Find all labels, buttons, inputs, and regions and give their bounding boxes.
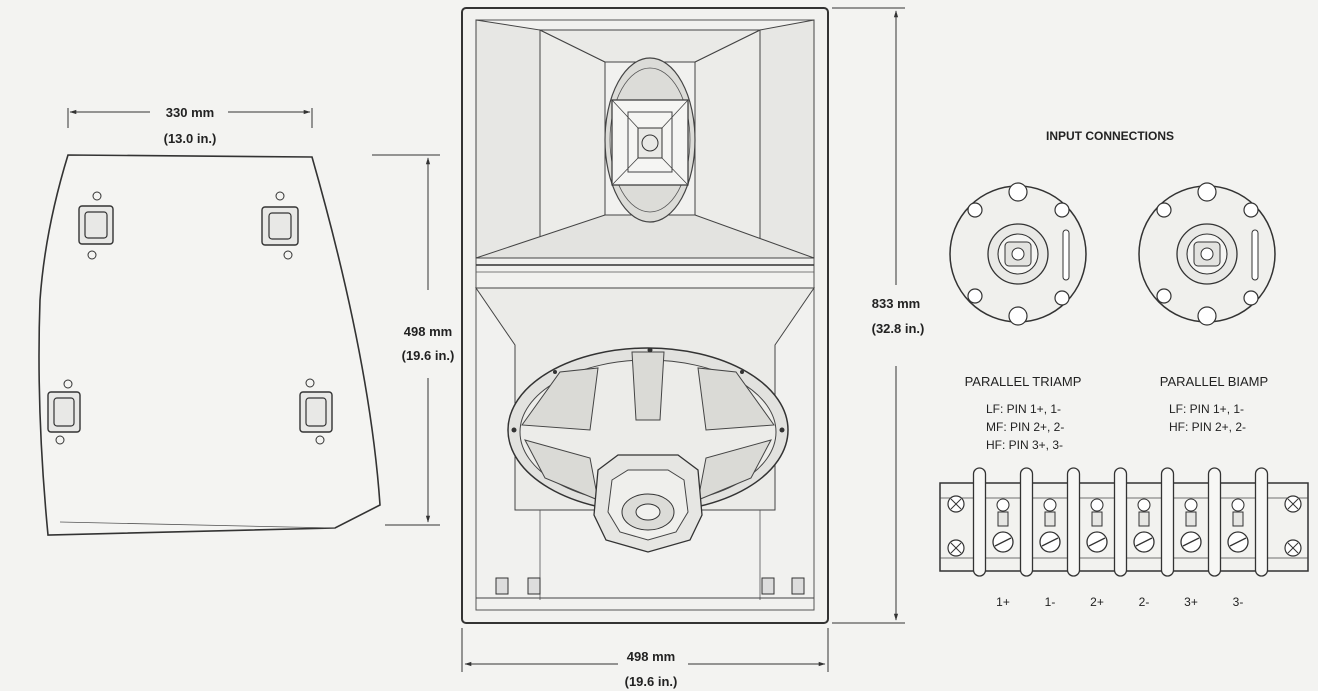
terminal-1-: 1- — [1039, 498, 1061, 609]
terminal-label: 1- — [1045, 595, 1056, 609]
triamp-line-hf: HF: PIN 3+, 3- — [986, 438, 1063, 452]
terminal-label: 3- — [1233, 595, 1244, 609]
speakon-connector-biamp — [1138, 182, 1276, 326]
side-cabinet-outline — [38, 154, 381, 536]
terminal-barrier — [1066, 467, 1081, 577]
terminal-label: 3+ — [1184, 595, 1198, 609]
triamp-line-mf: MF: PIN 2+, 2- — [986, 420, 1064, 434]
side-width-mm: 330 mm — [166, 105, 214, 120]
terminal-3-: 3- — [1227, 498, 1249, 609]
side-height-mm: 498 mm — [404, 324, 452, 339]
front-feet — [495, 577, 805, 595]
biamp-line-hf: HF: PIN 2+, 2- — [1169, 420, 1246, 434]
front-cabinet-inner — [475, 19, 815, 611]
terminal-2+: 2+ — [1086, 498, 1108, 609]
terminal-barrier — [1019, 467, 1034, 577]
terminal-label: 2- — [1139, 595, 1150, 609]
side-view: 330 mm (13.0 in.) — [38, 105, 455, 536]
front-view: 833 mm (32.8 in.) 498 mm (19.6 in.) — [461, 7, 925, 689]
triamp-line-lf: LF: PIN 1+, 1- — [986, 402, 1061, 416]
biamp-title: PARALLEL BIAMP — [1160, 374, 1268, 389]
side-handle-bottom-right — [299, 378, 333, 445]
side-cabinet-base-line — [59, 521, 336, 529]
input-connections: INPUT CONNECTIONS — [939, 129, 1309, 609]
terminal-barrier — [1254, 467, 1269, 577]
front-width-in: (19.6 in.) — [625, 674, 678, 689]
terminal-barrier — [1160, 467, 1175, 577]
terminal-1+: 1+ — [992, 498, 1014, 609]
terminal-positions: 1+ 1- 2+ 2- 3+ 3- — [972, 467, 1269, 609]
input-connections-title: INPUT CONNECTIONS — [1046, 129, 1174, 143]
front-width-mm: 498 mm — [627, 649, 675, 664]
terminal-3+: 3+ — [1180, 498, 1202, 609]
terminal-barrier — [972, 467, 987, 577]
front-height-in: (32.8 in.) — [872, 321, 925, 336]
triamp-title: PARALLEL TRIAMP — [965, 374, 1082, 389]
lf-woofer — [507, 347, 789, 553]
terminal-barrier — [1207, 467, 1222, 577]
terminal-label: 1+ — [996, 595, 1010, 609]
side-height-in: (19.6 in.) — [402, 348, 455, 363]
terminal-label: 2+ — [1090, 595, 1104, 609]
terminal-barrier — [1113, 467, 1128, 577]
side-handle-top-right — [261, 191, 299, 260]
hf-horn — [475, 19, 815, 259]
biamp-line-lf: LF: PIN 1+, 1- — [1169, 402, 1244, 416]
front-height-mm: 833 mm — [872, 296, 920, 311]
side-handle-top-left — [78, 191, 114, 260]
side-handle-bottom-left — [47, 379, 81, 445]
side-width-in: (13.0 in.) — [164, 131, 217, 146]
terminal-2-: 2- — [1133, 498, 1155, 609]
speakon-connector-triamp — [949, 182, 1087, 326]
